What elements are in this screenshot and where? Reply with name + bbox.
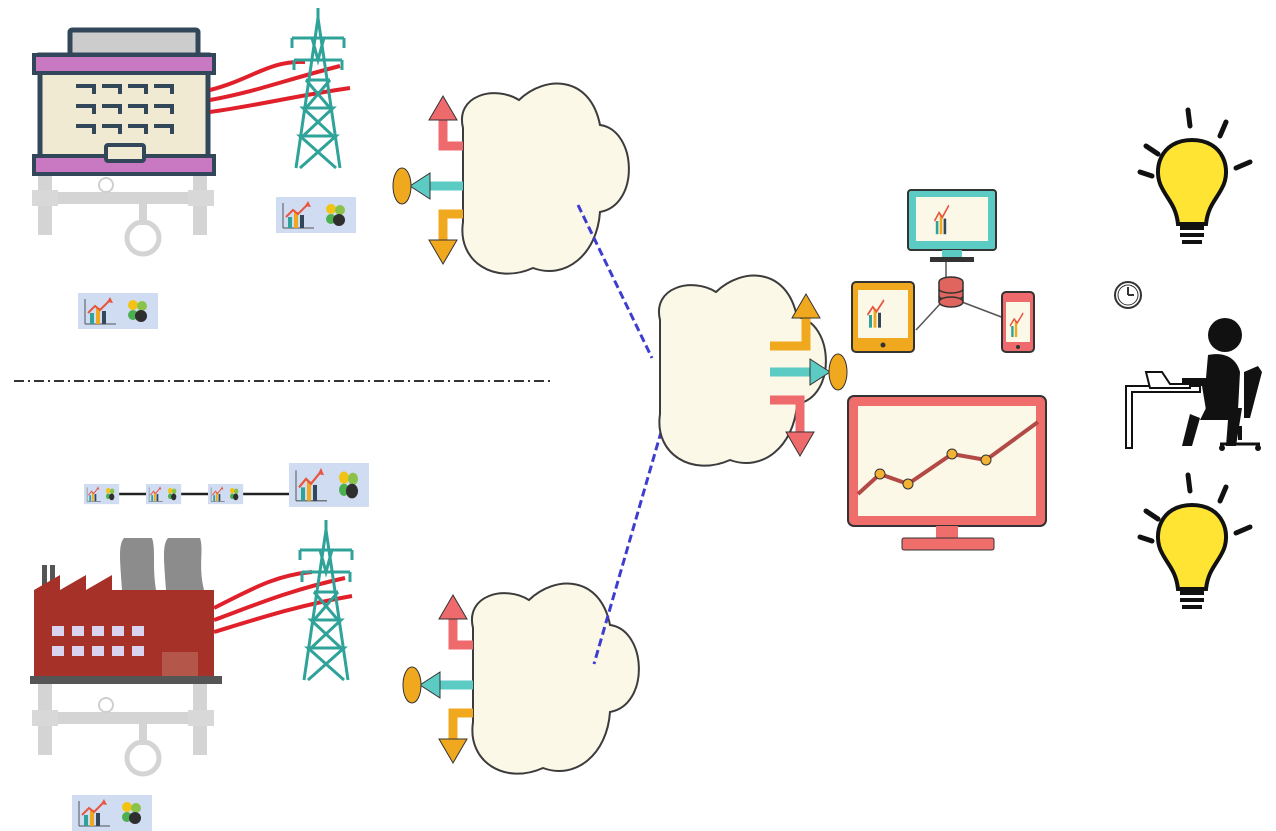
bottom-edge-cloud bbox=[470, 582, 640, 775]
desktop-chart-icon bbox=[907, 189, 997, 262]
top-transmission-tower-icon bbox=[290, 6, 346, 170]
bottom-pipework bbox=[32, 680, 214, 774]
phone-chart-icon bbox=[1001, 291, 1035, 353]
line-chart-monitor-icon bbox=[847, 395, 1047, 551]
top-plant-sensor-badge bbox=[77, 292, 159, 330]
bottom-link-dotted bbox=[592, 407, 670, 665]
sensor-chain bbox=[83, 461, 371, 509]
bottom-plant-sensor-badge bbox=[71, 794, 153, 831]
factory-icon bbox=[30, 538, 222, 684]
database-icon bbox=[938, 276, 964, 308]
bottom-edge-arrows bbox=[403, 595, 473, 763]
lightbulb-idea-icon-top bbox=[1140, 110, 1250, 244]
tablet-chart-icon bbox=[851, 281, 915, 353]
top-link-dotted bbox=[576, 204, 654, 359]
lightbulb-idea-icon-bottom bbox=[1140, 475, 1250, 609]
person-at-laptop-icon bbox=[1125, 318, 1262, 451]
top-edge-cloud bbox=[460, 82, 630, 275]
central-arrows bbox=[770, 293, 848, 457]
power-plant-icon bbox=[32, 27, 216, 176]
top-tower-sensor-badge bbox=[275, 196, 357, 234]
clock-icon bbox=[1114, 281, 1142, 309]
top-edge-arrows bbox=[393, 96, 463, 264]
